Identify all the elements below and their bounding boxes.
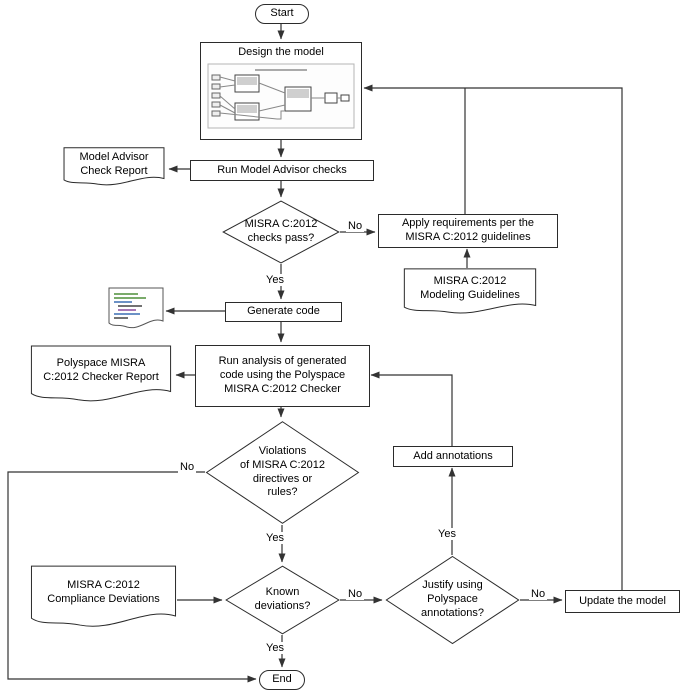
- apply-requirements-label: Apply requirements per the MISRA C:2012 …: [401, 217, 535, 243]
- violations-decision: Violations of MISRA C:2012 directives or…: [205, 420, 360, 525]
- simulink-model-thumbnail: [207, 63, 355, 129]
- compliance-deviations-doc: MISRA C:2012 Compliance Deviations: [30, 565, 177, 633]
- label-known-no: No: [346, 588, 365, 600]
- generate-code-step: Generate code: [225, 302, 342, 322]
- update-model-step: Update the model: [565, 590, 680, 613]
- edge-update-loop-to-design: [363, 84, 623, 590]
- end-terminator: End: [259, 670, 305, 690]
- model-advisor-report-label: Model Advisor Check Report: [79, 151, 149, 177]
- add-annotations-step: Add annotations: [393, 446, 513, 467]
- run-analysis-step: Run analysis of generated code using the…: [195, 345, 370, 407]
- start-terminator: Start: [255, 4, 309, 24]
- label-justify-no: No: [529, 588, 548, 600]
- checks-pass-label: MISRA C:2012 checks pass?: [244, 218, 318, 244]
- checks-pass-decision: MISRA C:2012 checks pass?: [222, 200, 340, 264]
- label-checks-pass-yes: Yes: [264, 274, 286, 286]
- edge-annotations-to-analysis: [370, 371, 453, 446]
- justify-annotations-decision: Justify using Polyspace annotations?: [385, 555, 520, 645]
- polyspace-report-doc: Polyspace MISRA C:2012 Checker Report: [30, 345, 172, 407]
- start-label: Start: [270, 7, 294, 20]
- generate-code-label: Generate code: [247, 305, 320, 318]
- add-annotations-label: Add annotations: [413, 449, 493, 462]
- known-deviations-label: Known deviations?: [254, 586, 311, 612]
- polyspace-report-label: Polyspace MISRA C:2012 Checker Report: [43, 357, 159, 383]
- run-analysis-label: Run analysis of generated code using the…: [218, 355, 347, 395]
- modeling-guidelines-doc: MISRA C:2012 Modeling Guidelines: [403, 268, 537, 318]
- justify-annotations-label: Justify using Polyspace annotations?: [421, 579, 484, 619]
- design-model-label: Design the model: [238, 46, 324, 58]
- compliance-deviations-label: MISRA C:2012 Compliance Deviations: [47, 579, 160, 605]
- apply-requirements-step: Apply requirements per the MISRA C:2012 …: [378, 214, 558, 248]
- label-violations-yes: Yes: [264, 532, 286, 544]
- design-model-step: Design the model: [200, 42, 362, 140]
- model-advisor-report-doc: Model Advisor Check Report: [63, 147, 165, 189]
- run-model-advisor-step: Run Model Advisor checks: [190, 160, 374, 181]
- label-justify-yes: Yes: [436, 528, 458, 540]
- label-violations-no: No: [178, 461, 197, 473]
- known-deviations-decision: Known deviations?: [225, 565, 340, 635]
- modeling-guidelines-label: MISRA C:2012 Modeling Guidelines: [420, 275, 520, 301]
- generated-code-icon: [108, 287, 164, 333]
- run-model-advisor-label: Run Model Advisor checks: [217, 163, 347, 176]
- label-known-yes: Yes: [264, 642, 286, 654]
- end-label: End: [272, 673, 292, 686]
- label-checks-pass-no: No: [346, 220, 365, 232]
- update-model-label: Update the model: [579, 594, 666, 607]
- violations-label: Violations of MISRA C:2012 directives or…: [240, 445, 325, 499]
